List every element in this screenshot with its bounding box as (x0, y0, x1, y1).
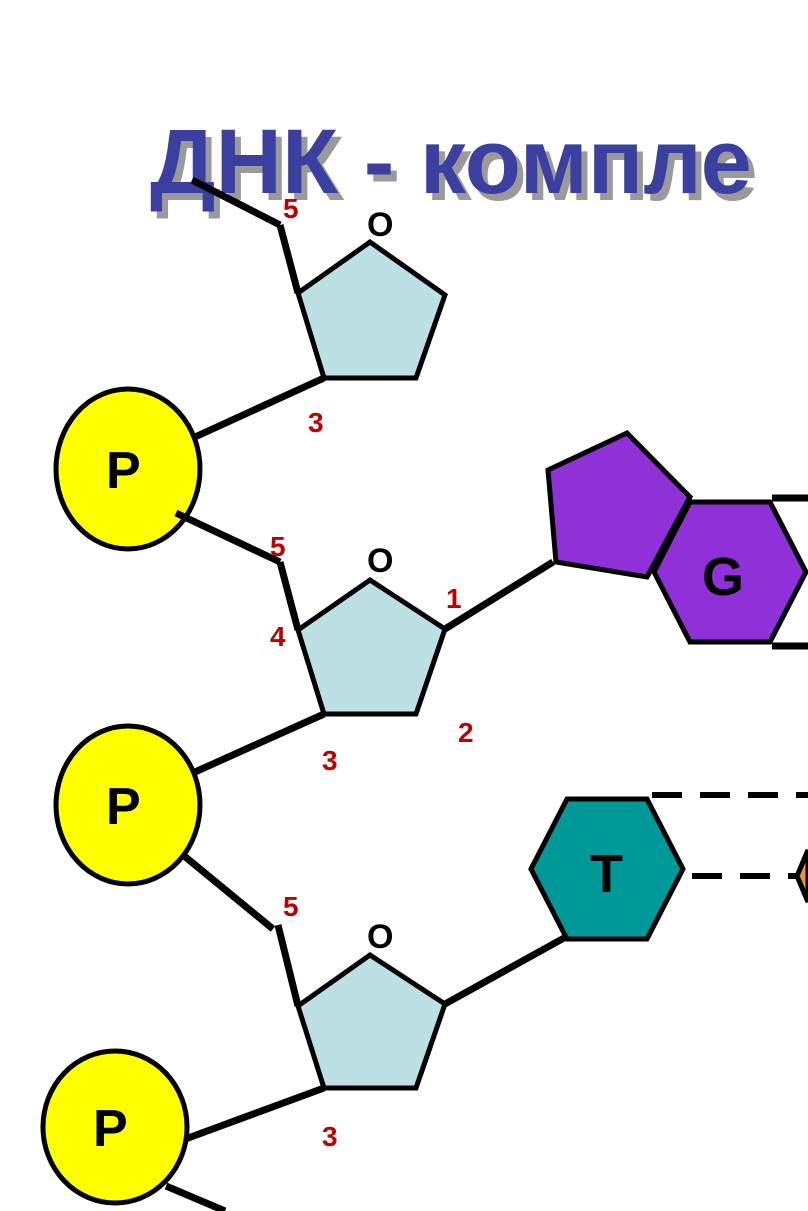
deoxyribose-sugar (295, 951, 448, 1091)
carbon-2-label: 2 (458, 717, 474, 748)
nucleotide-2: O 5 4 1 2 3 G (270, 429, 808, 776)
c5-c4-bond (276, 224, 302, 294)
c5-c4-bond (276, 561, 302, 631)
carbon-4-label: 4 (270, 621, 286, 652)
carbon-3-label: 3 (308, 407, 324, 438)
backbone-bond (190, 176, 282, 229)
oxygen-label: O (367, 918, 393, 956)
backbone-bond (164, 1182, 227, 1211)
phosphate-circle (53, 723, 203, 887)
guanine-base: G (545, 429, 808, 645)
phosphate-label: P (106, 778, 141, 836)
oxygen-label: O (367, 542, 393, 580)
deoxyribose-sugar (295, 238, 448, 381)
carbon-5-label: 5 (283, 193, 299, 224)
glycosidic-bond (443, 934, 566, 1008)
phosphate-group-3: P (40, 1048, 190, 1206)
guanine-label: G (702, 547, 744, 607)
phosphodiester-bond (193, 374, 326, 441)
thymine-base: T (528, 796, 686, 942)
phosphate-label: P (93, 1100, 128, 1158)
phosphate-group-1: P (53, 386, 203, 552)
phosphate-group-2: P (53, 723, 203, 887)
phosphate-circle (53, 386, 203, 552)
pyrimidine-ring (528, 796, 686, 942)
page-title: ДНК - компле (150, 111, 752, 213)
thymine-label: T (590, 844, 623, 904)
glycosidic-bond (443, 559, 555, 632)
c5-c4-bond (274, 924, 302, 1007)
carbon-3-label: 3 (322, 745, 338, 776)
phosphodiester-bond (178, 1084, 326, 1145)
carbon-5-label: 5 (270, 531, 286, 562)
phosphate-label: P (106, 442, 141, 500)
phosphodiester-bond (193, 710, 326, 776)
nucleotide-3: O 5 3 T (274, 792, 808, 1152)
deoxyribose-sugar (295, 576, 448, 717)
carbon-3-label: 3 (322, 1121, 338, 1152)
carbon-5-label: 5 (283, 891, 299, 922)
phosphate-circle (40, 1048, 190, 1206)
phosphodiester-bond (180, 852, 276, 932)
purine-five-ring (545, 429, 694, 580)
oxygen-label: O (367, 206, 393, 244)
phosphodiester-bond (174, 509, 282, 566)
carbon-1-label: 1 (446, 583, 462, 614)
nucleotide-1: O 5 3 (190, 176, 448, 438)
complementary-base-edge (794, 849, 808, 903)
purine-six-ring (651, 499, 808, 645)
page-title-shadow: ДНК - компле (156, 118, 758, 220)
